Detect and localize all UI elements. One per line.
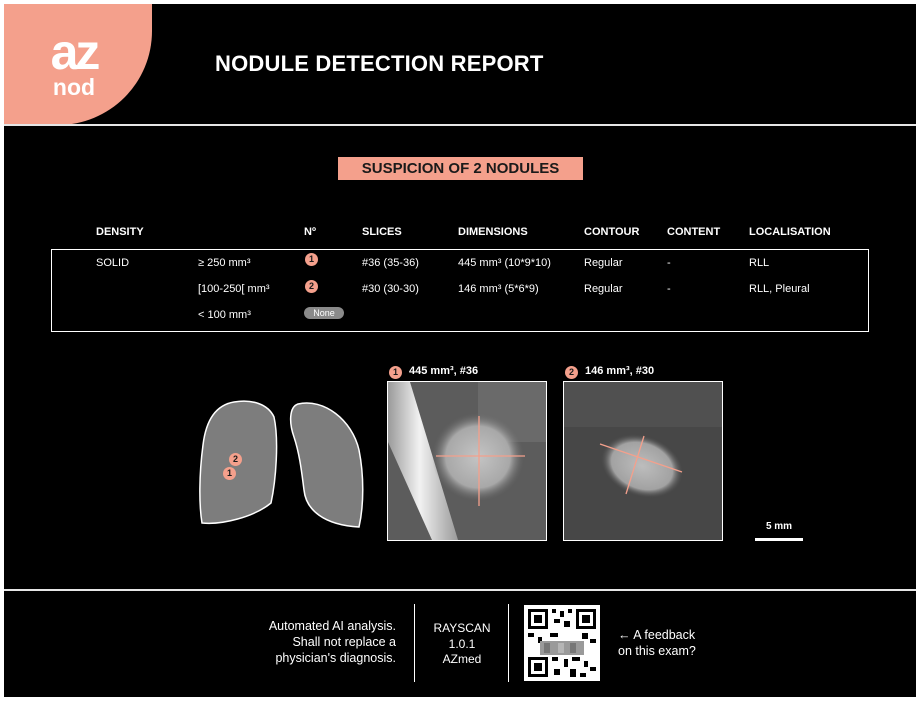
row2-localisation: RLL, Pleural [749,283,810,295]
vendor-version: 1.0.1 [448,636,476,651]
row1-localisation: RLL [749,257,770,269]
row1-contour: Regular [584,257,623,269]
disclaimer: Automated AI analysis. Shall not replace… [230,618,396,666]
ct2-badge: 2 [565,366,578,379]
feedback-prompt[interactable]: ← A feedback on this exam? [618,627,696,659]
feedback-line: on this exam? [618,644,696,658]
nodule-table [51,249,869,332]
col-slices: SLICES [362,226,402,238]
scale-bar [755,538,803,541]
lung-marker-2: 2 [229,453,242,466]
row1-slices: #36 (35-36) [362,257,419,269]
vendor-product: RAYSCAN [433,621,491,635]
row2-nodule-badge: 2 [305,280,318,293]
lung-marker-1: 1 [223,467,236,480]
ct-image-2 [563,381,723,541]
footer-separator [4,589,916,591]
disclaimer-line: Shall not replace a [292,635,396,649]
footer-divider [508,604,509,682]
row1-nodule-badge: 1 [305,253,318,266]
col-number: Nº [304,226,316,238]
ct2-label: 146 mm³, #30 [585,365,655,377]
feedback-qr-code[interactable] [524,605,600,681]
row1-range: ≥ 250 mm³ [198,257,251,269]
header-separator [4,124,916,126]
col-contour: CONTOUR [584,226,640,238]
row1-dimensions: 445 mm³ (10*9*10) [458,257,551,269]
footer-divider [414,604,415,682]
col-localisation: LOCALISATION [749,226,831,238]
suspicion-banner: SUSPICION OF 2 NODULES [338,157,583,180]
ct1-label: 445 mm³, #36 [409,365,479,377]
none-badge: None [304,307,344,319]
logo-az: az [50,24,101,80]
row2-dimensions: 146 mm³ (5*6*9) [458,283,539,295]
row3-range: < 100 mm³ [198,309,251,321]
vendor-info: RAYSCAN 1.0.1 AZmed [416,621,508,668]
disclaimer-line: physician's diagnosis. [275,651,396,665]
feedback-line: ← A feedback [618,628,696,642]
ct1-badge: 1 [389,366,402,379]
row2-range: [100-250[ mm³ [198,283,270,295]
left-lung-shape [289,402,364,528]
density-value: SOLID [96,257,130,269]
lungs-diagram [199,400,364,528]
logo-nod: nod [52,74,96,100]
disclaimer-line: Automated AI analysis. [268,619,396,633]
row2-contour: Regular [584,283,623,295]
vendor-company: AZmed [442,652,482,666]
ct-image-1 [387,381,547,541]
scale-label: 5 mm [765,521,793,532]
col-content: CONTENT [667,226,721,238]
col-density: DENSITY [96,226,144,238]
report-title: NODULE DETECTION REPORT [215,51,544,76]
row2-content: - [667,283,671,295]
row1-content: - [667,257,671,269]
row2-slices: #30 (30-30) [362,283,419,295]
report-frame: az nod NODULE DETECTION REPORT SUSPICION… [4,4,916,697]
col-dimensions: DIMENSIONS [458,226,528,238]
